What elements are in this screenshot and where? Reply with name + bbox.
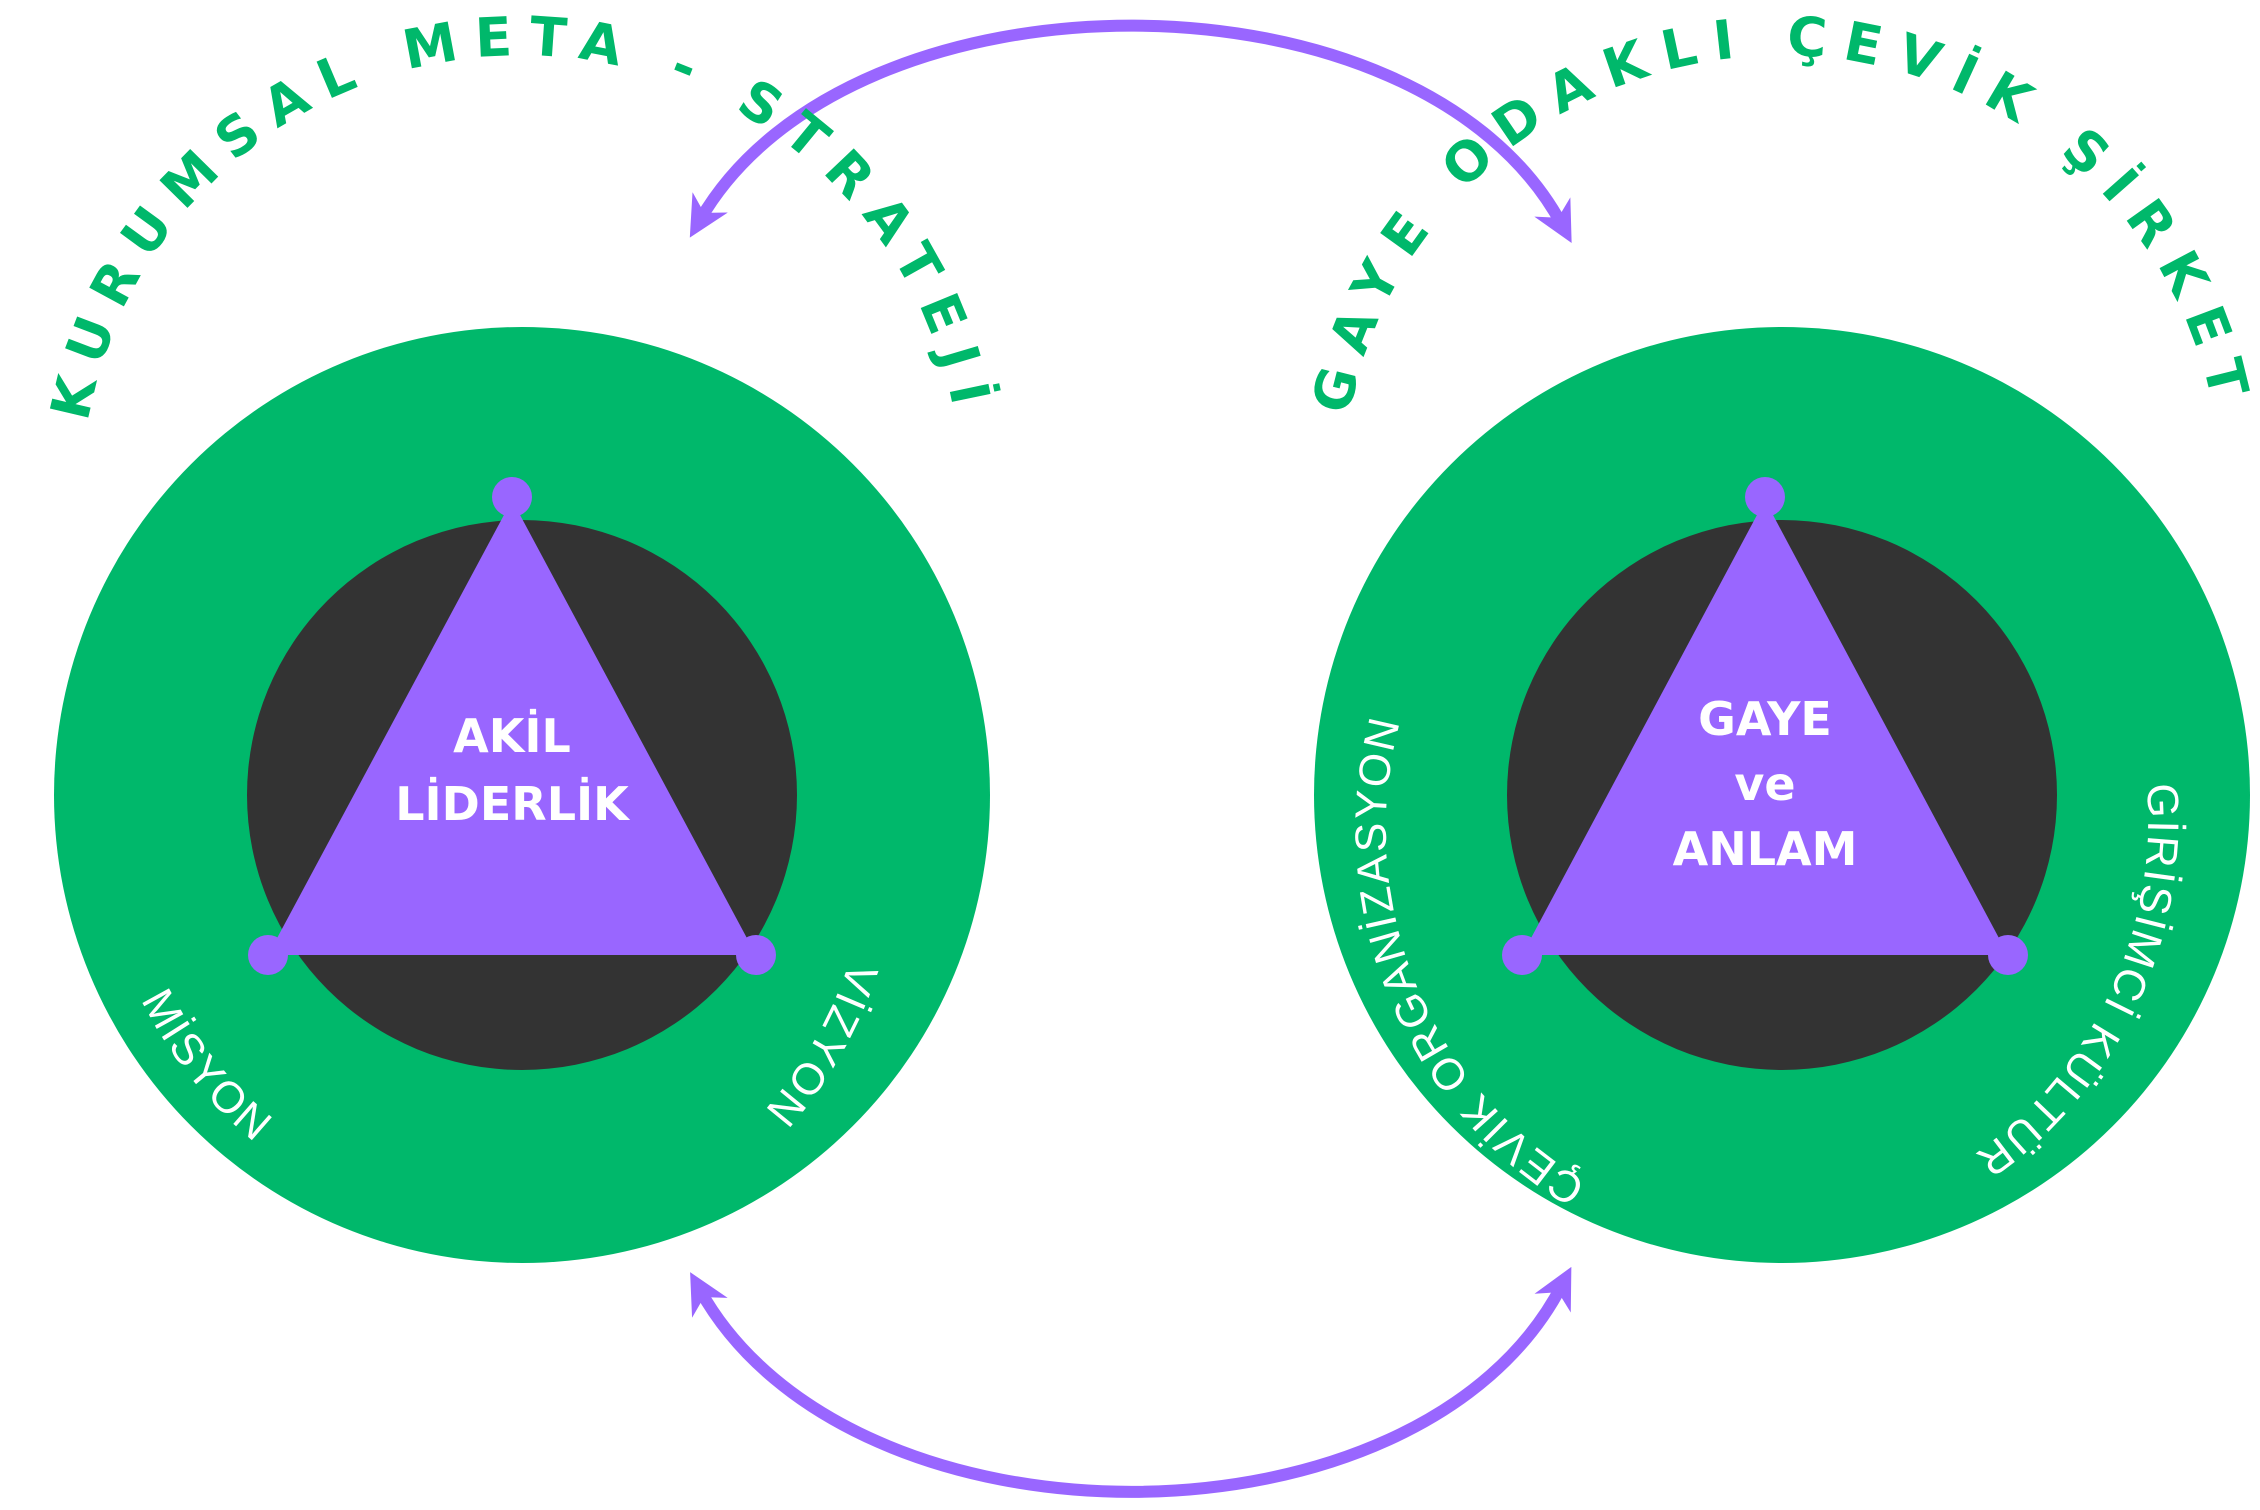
right-center-line-2: ve: [1734, 757, 1795, 811]
left-center-line-2: LİDERLİK: [395, 777, 631, 831]
right-center-line-3: ANLAM: [1673, 822, 1858, 876]
right-circle-group: GAYE ODAKLI ÇEVİK ŞİRKET DİNAMİK STRATEJ…: [1300, 4, 2250, 1263]
left-center-line-1: AKİL: [453, 709, 571, 763]
top-curved-arrow-icon: [689, 19, 1572, 243]
left-top-label: GAYE: [453, 146, 592, 202]
right-node-bottom-left: [1502, 935, 1542, 975]
left-node-top: [492, 477, 532, 517]
bottom-curved-arrow-icon: [690, 1266, 1572, 1498]
right-triangle: [1522, 500, 2008, 955]
right-top-label: DİNAMİK STRATEJİ: [1588, 176, 2037, 285]
left-node-bottom-left: [248, 935, 288, 975]
left-circle-group: KURUMSAL META - STRATEJİ GAYE MİSYON VİZ…: [38, 5, 990, 1263]
left-node-bottom-right: [736, 935, 776, 975]
right-node-top: [1745, 477, 1785, 517]
right-node-bottom-right: [1988, 935, 2028, 975]
left-triangle: [268, 500, 756, 955]
right-center-line-1: GAYE: [1698, 692, 1832, 746]
